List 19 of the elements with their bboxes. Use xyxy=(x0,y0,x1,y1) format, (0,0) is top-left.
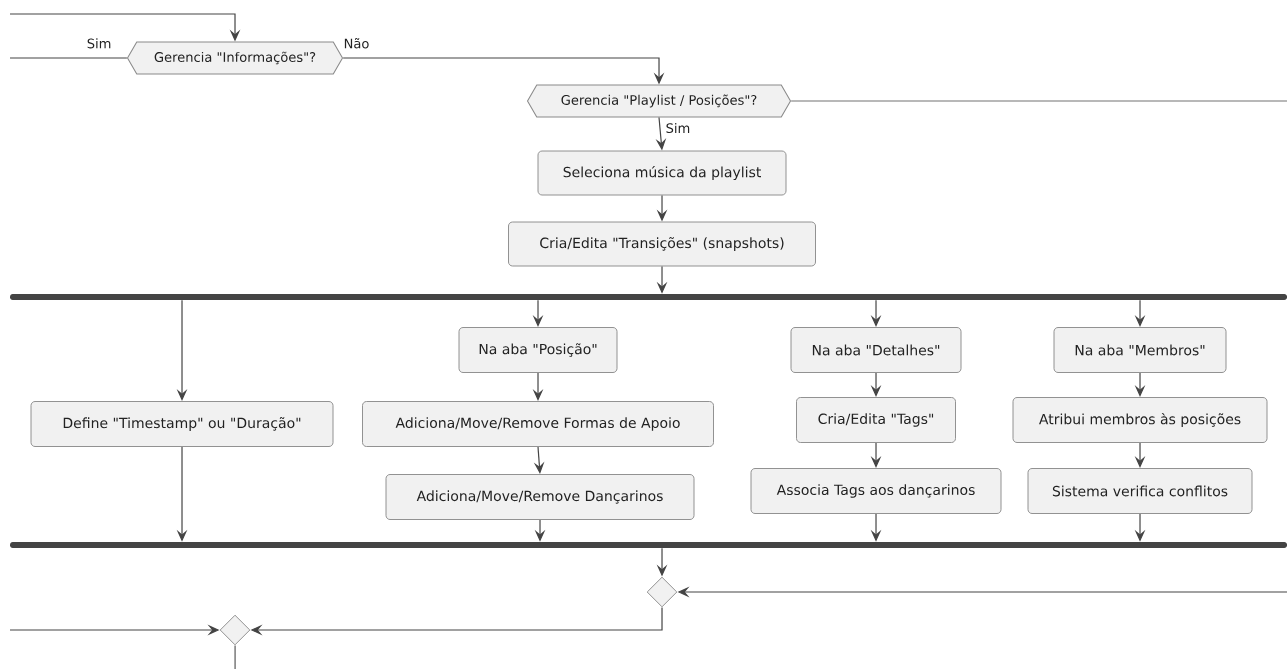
merge-diamond xyxy=(646,576,678,608)
process-box: Cria/Edita "Transições" (snapshots) xyxy=(508,221,816,267)
edge-label: Não xyxy=(342,36,371,50)
decision-hexagon: Gerencia "Playlist / Posições"? xyxy=(526,84,792,118)
process-box: Na aba "Posição" xyxy=(458,327,618,373)
process-box: Seleciona música da playlist xyxy=(537,150,787,196)
process-box: Adiciona/Move/Remove Dançarinos xyxy=(385,474,695,520)
process-box: Associa Tags aos dançarinos xyxy=(750,468,1002,514)
decision-hexagon: Gerencia "Informações"? xyxy=(126,41,344,75)
process-box: Cria/Edita "Tags" xyxy=(796,397,956,443)
process-box: Adiciona/Move/Remove Formas de Apoio xyxy=(362,401,714,447)
process-box: Na aba "Detalhes" xyxy=(790,327,962,373)
process-box: Sistema verifica conflitos xyxy=(1027,468,1253,514)
merge-diamond xyxy=(219,614,251,646)
process-box: Na aba "Membros" xyxy=(1053,327,1227,373)
process-box: Atribui membros às posições xyxy=(1012,397,1268,443)
process-box: Define "Timestamp" ou "Duração" xyxy=(30,401,334,447)
edge-label: Sim xyxy=(85,36,113,50)
edge-label: Sim xyxy=(664,121,692,135)
